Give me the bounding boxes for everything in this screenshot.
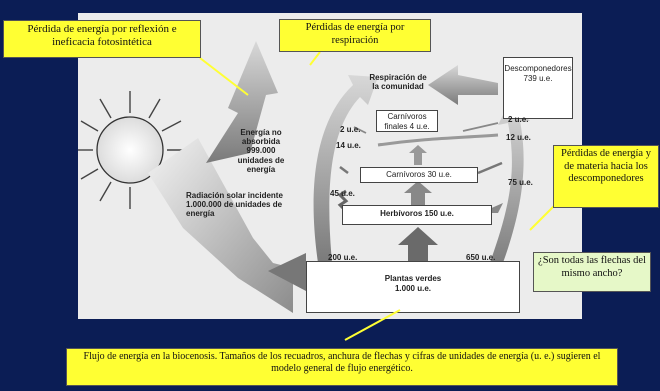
solar-radiation-label: Radiación solar incidente 1.000.000 de u…	[186, 191, 283, 219]
decomposers-box: Descomponedores 739 u.e.	[503, 57, 573, 119]
sun-rays	[78, 91, 189, 209]
flow-label-right-650: 650 u.e.	[466, 253, 496, 262]
decomposer-respiration-arrow	[428, 65, 498, 105]
decomposer-arrow-right	[488, 101, 530, 271]
carnivores-final-arrow	[409, 145, 427, 165]
callout-respiration-loss: Pérdidas de energía por respiración	[279, 19, 431, 52]
energy-flow-diagram: Radiación solar incidente 1.000.000 de u…	[78, 13, 582, 319]
callout-decomposer-loss: Pérdidas de energía y de materia hacia l…	[553, 145, 659, 208]
herbivores-carnivores-arrow	[404, 181, 432, 209]
respiration-arrow-left	[313, 75, 378, 263]
flow-label-right-12: 12 u.e.	[506, 133, 531, 142]
sun-icon	[96, 116, 164, 184]
flow-label-left-2: 2 u.e.	[340, 125, 361, 134]
solar-radiation-beam	[148, 138, 293, 313]
green-plants-title: Plantas verdes	[384, 274, 442, 283]
carnivores-box: Carnívoros 30 u.e.	[360, 167, 478, 183]
flow-arrow-2-right	[462, 122, 499, 132]
plants-herbivores-arrow	[398, 227, 438, 271]
final-carnivores-box: Carnívoros finales 4 u.e.	[376, 110, 438, 132]
diagram-caption: Flujo de energía en la biocenosis. Tamañ…	[66, 348, 618, 386]
flow-label-left-200: 200 u.e.	[328, 253, 358, 262]
flow-label-left-14: 14 u.e.	[336, 141, 361, 150]
unabsorbed-energy-label: Energía no absorbida 999.000 unidades de…	[237, 128, 285, 174]
unabsorbed-energy-arrow	[206, 41, 278, 163]
radiation-arrowhead	[268, 253, 306, 291]
community-respiration-label: Respiración de la comunidad	[369, 73, 427, 92]
flow-label-left-45: 45 u.e.	[330, 189, 355, 198]
flow-arrow-2-left	[353, 126, 367, 134]
callout-arrow-width-question: ¿Son todas las flechas del mismo ancho?	[533, 252, 651, 292]
flow-label-right-75: 75 u.e.	[508, 178, 533, 187]
diagram-graphics	[78, 41, 530, 313]
herbivores-box: Herbívoros 150 u.e.	[342, 205, 492, 225]
flow-arrow-12	[477, 161, 503, 175]
green-plants-box: Plantas verdes 1.000 u.e.	[306, 261, 520, 313]
green-plants-value: 1.000 u.e.	[394, 283, 432, 293]
flow-label-right-2: 2 u.e.	[508, 115, 529, 124]
flow-arrow-14	[339, 166, 349, 174]
callout-reflection-loss: Pérdida de energía por reflexión e inefi…	[3, 20, 201, 58]
top-curve-arrow	[377, 133, 499, 147]
